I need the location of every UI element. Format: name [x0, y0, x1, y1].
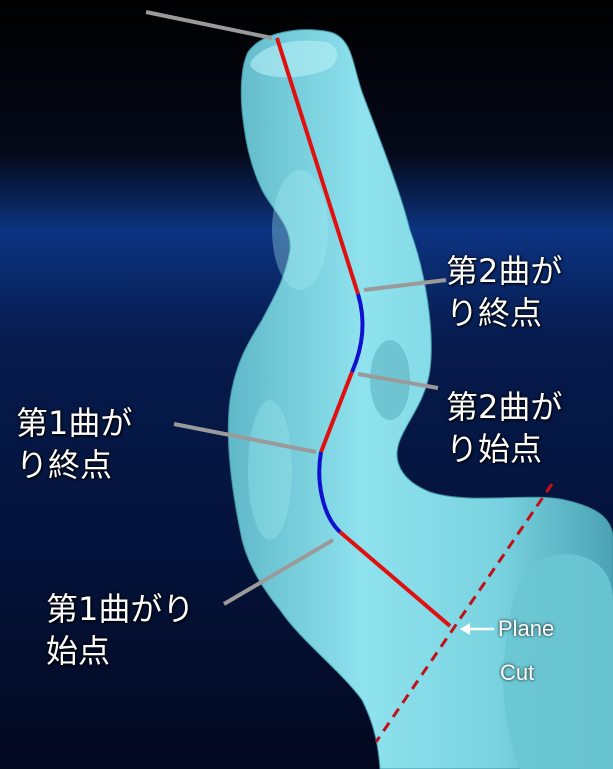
- label-bend2-end: 第2曲が り終点: [446, 250, 562, 334]
- label-cut: Cut: [500, 659, 534, 687]
- label-plane: Plane: [498, 615, 554, 643]
- vessel-highlight: [272, 170, 328, 290]
- label-bend1-end: 第1曲が り終点: [16, 402, 132, 486]
- label-bend1-start: 第1曲がり 始点: [46, 588, 194, 672]
- label-bend2-start: 第2曲が り始点: [446, 386, 562, 470]
- vessel-highlight: [248, 400, 292, 540]
